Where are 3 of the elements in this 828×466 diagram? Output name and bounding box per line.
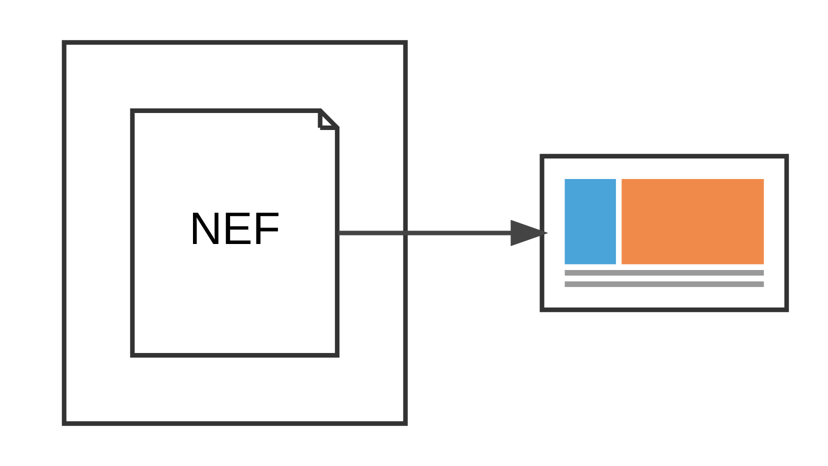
node-picture [540,154,789,312]
cluster [62,40,408,426]
arrow [338,220,548,246]
